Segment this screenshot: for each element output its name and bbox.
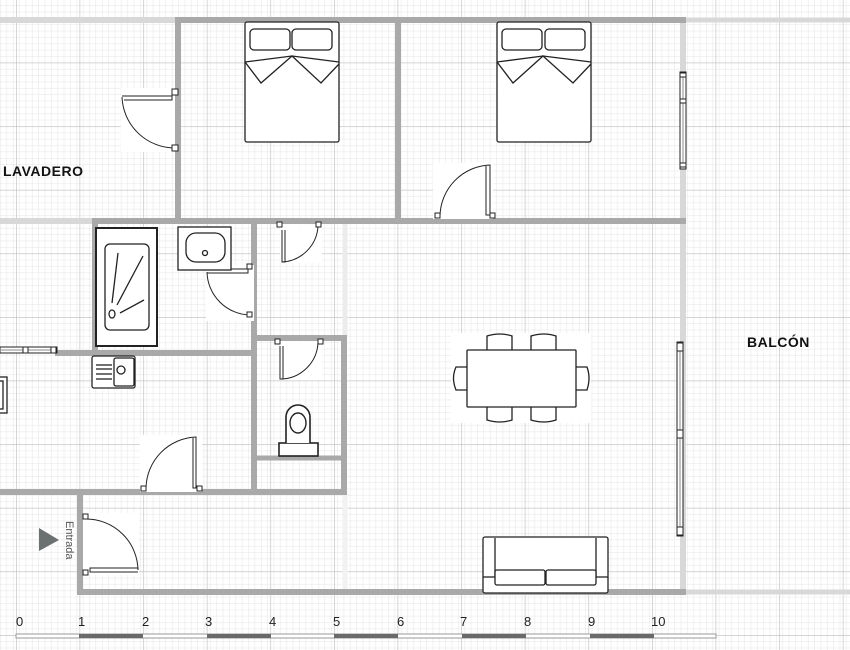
door-kitchen[interactable]	[140, 435, 203, 492]
door-entrance[interactable]	[82, 513, 139, 576]
room-label-lavadero: LAVADERO	[3, 163, 84, 179]
kitchen-sink[interactable]	[91, 355, 136, 389]
windows[interactable]	[0, 71, 687, 537]
scale-tick-5: 5	[333, 614, 341, 629]
door-hallway[interactable]	[276, 221, 322, 263]
door-bedroom-2[interactable]	[433, 163, 496, 219]
double-bed-1[interactable]	[244, 21, 340, 143]
bathtub[interactable]	[95, 227, 158, 347]
doors	[82, 88, 496, 576]
door-wc[interactable]	[274, 338, 324, 380]
scale-tick-0: 0	[16, 614, 24, 629]
door-lavadero[interactable]	[121, 88, 179, 152]
window-living-room	[676, 341, 684, 537]
scale-tick-6: 6	[397, 614, 405, 629]
sofa[interactable]	[482, 536, 609, 594]
scale-tick-4: 4	[269, 614, 277, 629]
door-bathroom[interactable]	[206, 263, 254, 321]
appliance[interactable]	[0, 376, 8, 414]
scale-tick-7: 7	[460, 614, 468, 629]
dining-table[interactable]	[451, 333, 591, 423]
washbasin[interactable]	[177, 226, 232, 271]
scale-tick-10: 10	[651, 614, 666, 629]
window-bedroom-2	[679, 71, 687, 170]
room-label-balcon: BALCÓN	[747, 334, 810, 350]
entrance-arrow-icon	[39, 528, 59, 551]
scale-tick-9: 9	[588, 614, 596, 629]
window-lavadero	[0, 346, 58, 354]
walls	[0, 17, 850, 595]
double-bed-2[interactable]	[496, 21, 592, 143]
scale-tick-1: 1	[78, 614, 86, 629]
scale-bar	[15, 633, 717, 639]
toilet[interactable]	[278, 404, 319, 457]
scale-tick-3: 3	[205, 614, 213, 629]
scale-tick-2: 2	[142, 614, 150, 629]
entrance-label: Entrada	[63, 521, 75, 560]
scale-tick-8: 8	[524, 614, 532, 629]
